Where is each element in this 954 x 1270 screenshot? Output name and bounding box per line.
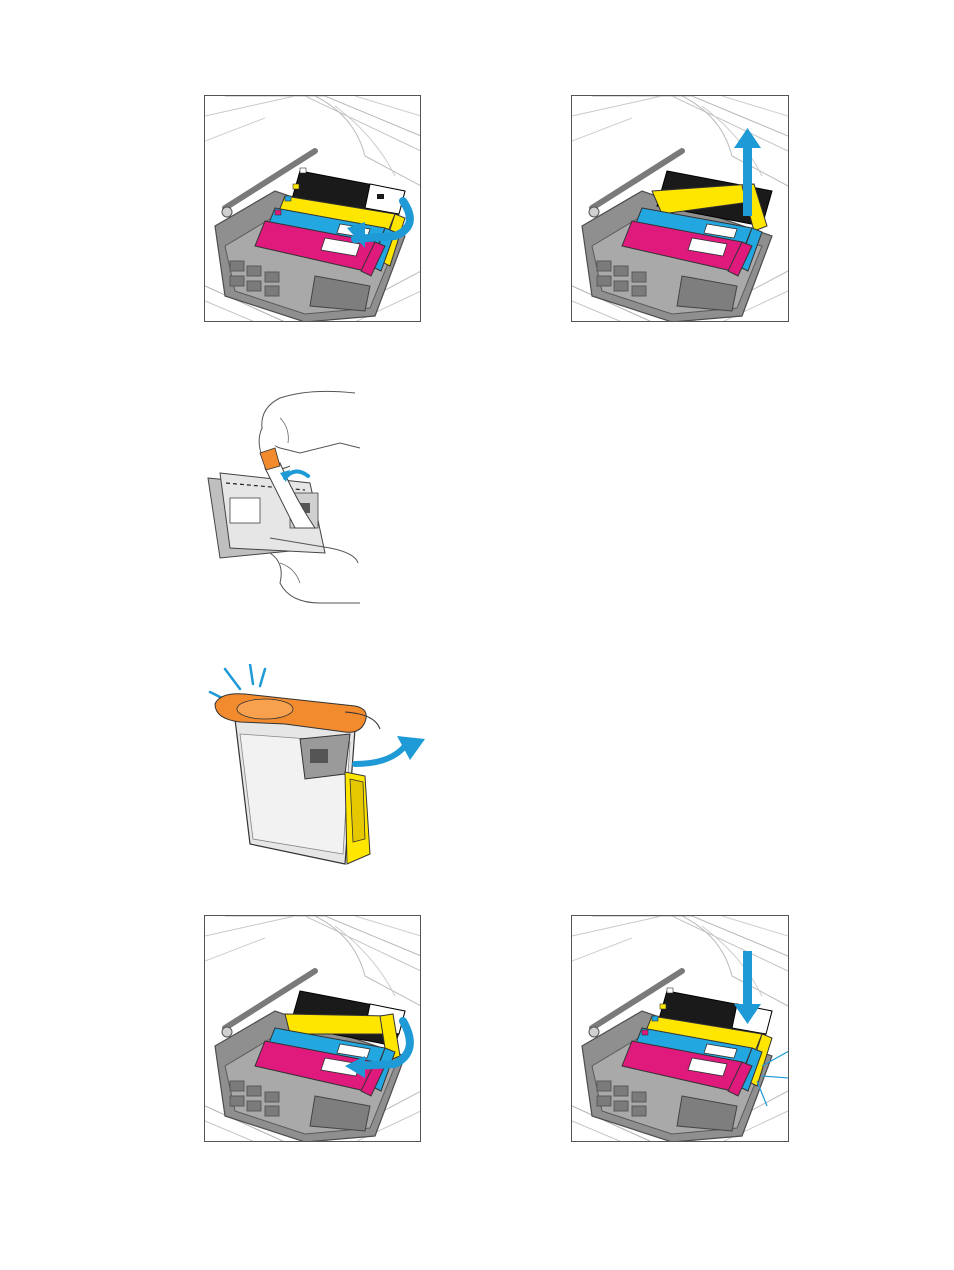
hands-cartridge-icon — [200, 388, 365, 613]
figure-remove-tape — [200, 388, 365, 613]
figure-press-tab — [204, 95, 421, 322]
printhead-carriage-icon — [205, 96, 421, 322]
figure-press-down — [571, 915, 789, 1142]
ink-cartridge-yellow-icon — [205, 664, 435, 874]
curved-arrow-right-icon — [355, 736, 425, 764]
figure-twist-cap — [205, 664, 435, 874]
printhead-carriage-icon — [572, 916, 789, 1142]
figure-lift-cartridge — [571, 95, 789, 322]
printhead-carriage-icon — [572, 96, 789, 322]
figure-insert-cartridge — [204, 915, 421, 1142]
printhead-carriage-icon — [205, 916, 421, 1142]
